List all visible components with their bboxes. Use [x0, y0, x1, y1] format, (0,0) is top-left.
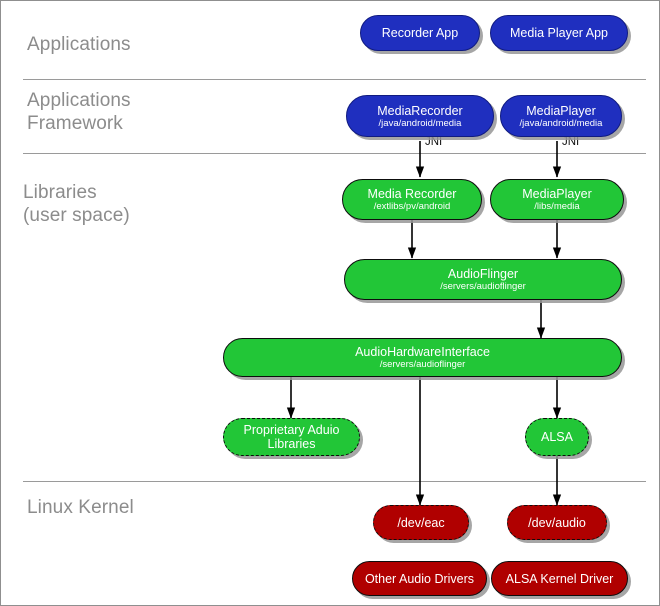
layer-label-applications-framework: Applications Framework	[27, 90, 131, 134]
node-mediaplayer-lib-title: MediaPlayer	[522, 187, 592, 201]
divider-framework	[23, 153, 646, 154]
layer-label-applications: Applications	[27, 34, 131, 55]
node-alsa[interactable]: ALSA	[525, 418, 589, 456]
divider-applications	[23, 79, 646, 80]
node-mediaplayer-framework[interactable]: MediaPlayer /java/android/media	[500, 95, 622, 137]
node-alsa-kernel-driver-title: ALSA Kernel Driver	[505, 571, 614, 586]
node-mediaplayer-lib-path: /libs/media	[534, 201, 580, 212]
node-audioflinger[interactable]: AudioFlinger /servers/audioflinger	[344, 259, 622, 300]
layer-label-libraries: Libraries (user space)	[23, 182, 130, 226]
node-mediarecorder-framework-path: /java/android/media	[378, 117, 462, 129]
node-media-recorder-lib-path: /extlibs/pv/android	[373, 201, 451, 212]
node-mediaplayer-framework-title: MediaPlayer	[526, 103, 596, 118]
node-mediaplayer-lib[interactable]: MediaPlayer /libs/media	[490, 179, 624, 220]
node-mediarecorder-framework[interactable]: MediaRecorder /java/android/media	[346, 95, 494, 137]
connector-label-jni-recorder: JNI	[425, 136, 443, 148]
node-media-player-app[interactable]: Media Player App	[490, 15, 628, 51]
node-audioflinger-title: AudioFlinger	[447, 267, 519, 281]
node-dev-eac-title: /dev/eac	[397, 515, 445, 530]
connector-label-jni-player: JNI	[562, 136, 580, 148]
divider-kernel	[23, 481, 646, 482]
node-mediarecorder-framework-title: MediaRecorder	[377, 103, 463, 118]
node-media-player-app-title: Media Player App	[510, 26, 608, 40]
node-dev-eac[interactable]: /dev/eac	[373, 505, 469, 540]
node-audiohardwareinterface-path: /servers/audioflinger	[379, 359, 466, 370]
node-media-recorder-lib-title: Media Recorder	[367, 187, 457, 201]
node-media-recorder-lib[interactable]: Media Recorder /extlibs/pv/android	[342, 179, 482, 220]
node-other-audio-drivers-title: Other Audio Drivers	[364, 571, 475, 586]
node-mediaplayer-framework-path: /java/android/media	[519, 117, 603, 129]
node-other-audio-drivers[interactable]: Other Audio Drivers	[352, 561, 487, 596]
node-dev-audio[interactable]: /dev/audio	[507, 505, 607, 540]
node-recorder-app[interactable]: Recorder App	[360, 15, 480, 51]
node-audiohardwareinterface-title: AudioHardwareInterface	[355, 345, 490, 359]
layer-label-linux-kernel: Linux Kernel	[27, 497, 134, 518]
node-proprietary-audio-libraries[interactable]: Proprietary Aduio Libraries	[223, 418, 360, 456]
node-audioflinger-path: /servers/audioflinger	[440, 281, 526, 292]
node-proprietary-audio-libraries-title: Proprietary Aduio	[243, 423, 340, 437]
node-dev-audio-title: /dev/audio	[528, 515, 586, 530]
node-proprietary-audio-libraries-line2: Libraries	[267, 437, 316, 451]
node-alsa-title: ALSA	[541, 430, 573, 444]
node-alsa-kernel-driver[interactable]: ALSA Kernel Driver	[491, 561, 628, 596]
node-recorder-app-title: Recorder App	[381, 26, 459, 40]
node-audiohardwareinterface[interactable]: AudioHardwareInterface /servers/audiofli…	[223, 338, 622, 377]
